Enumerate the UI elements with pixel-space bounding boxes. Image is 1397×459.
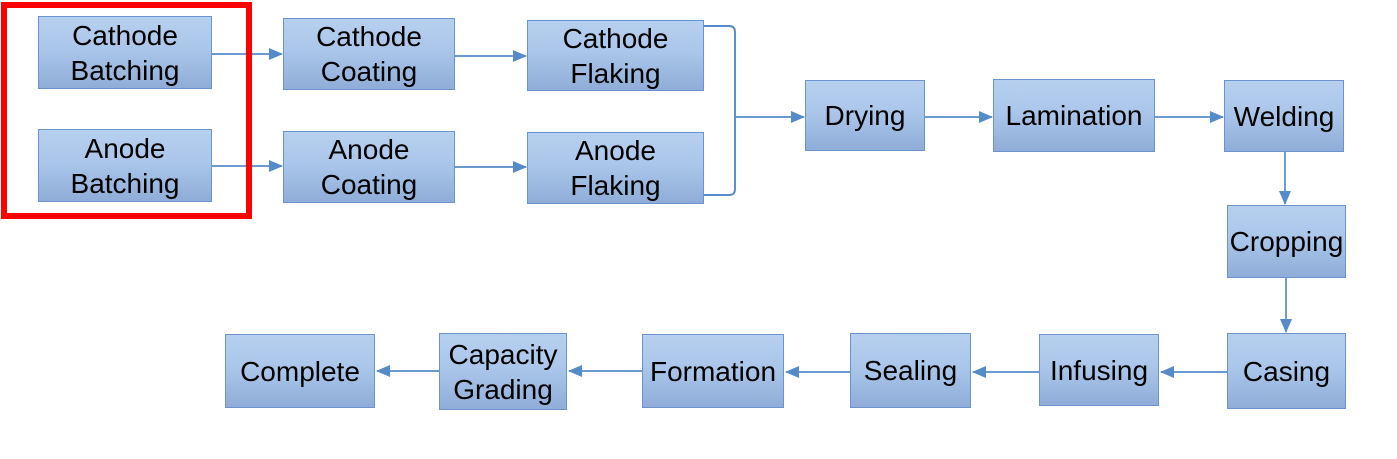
node-drying: Drying (805, 80, 925, 151)
node-casing: Casing (1227, 333, 1346, 409)
node-welding: Welding (1224, 80, 1344, 152)
node-cathode-coating: Cathode Coating (283, 18, 455, 90)
node-anode-batching: Anode Batching (38, 129, 212, 202)
node-anode-coating: Anode Coating (283, 131, 455, 203)
node-lamination: Lamination (993, 79, 1155, 152)
node-cathode-batching: Cathode Batching (38, 16, 212, 89)
node-infusing: Infusing (1039, 334, 1159, 406)
node-complete: Complete (225, 334, 375, 408)
node-cathode-flaking: Cathode Flaking (527, 20, 704, 91)
node-sealing: Sealing (850, 333, 971, 408)
merge-bracket (704, 25, 736, 196)
highlight-rectangle (1, 2, 252, 219)
node-anode-flaking: Anode Flaking (527, 132, 704, 204)
node-capacity-grading: Capacity Grading (439, 333, 567, 410)
node-cropping: Cropping (1227, 205, 1346, 278)
node-formation: Formation (642, 334, 784, 408)
